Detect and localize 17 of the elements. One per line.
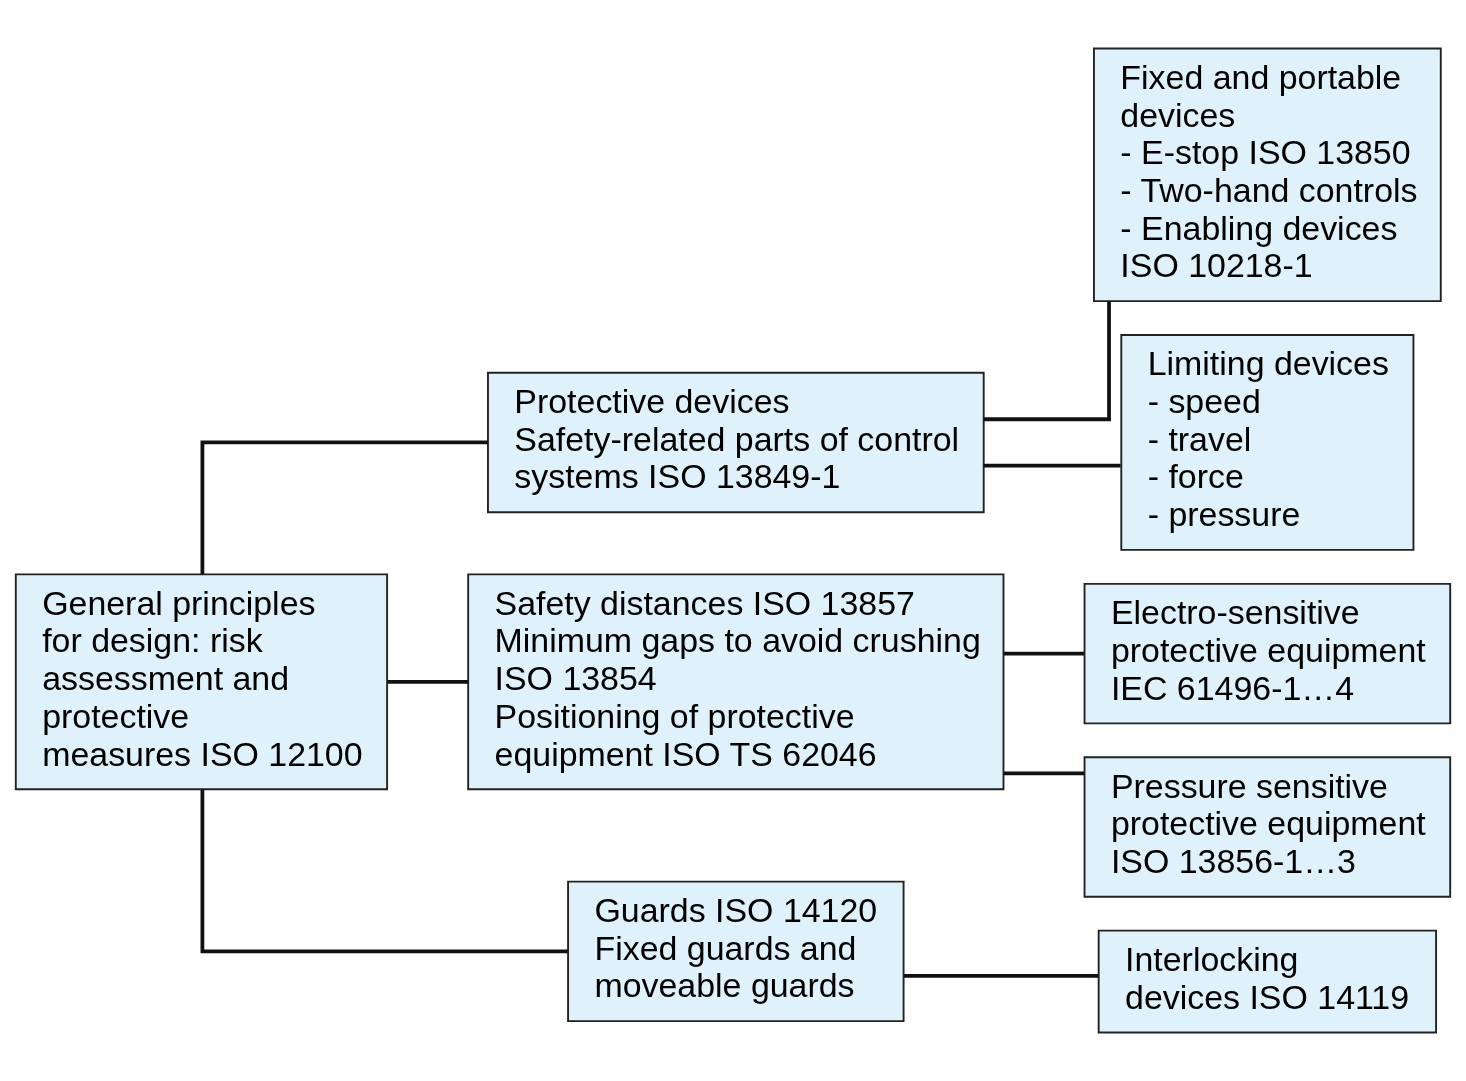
node-box: Limiting devices - speed - travel - force - pressure <box>1120 334 1415 551</box>
connector <box>200 789 568 954</box>
connector <box>1003 771 1084 776</box>
node-box: Protective devices Safety-related parts of control systems ISO 13849-1 <box>487 371 985 514</box>
node-box: Fixed and portable devices - E-stop ISO 13850 - Two-hand controls - Enabling devices ISO 10218-1 <box>1093 47 1442 303</box>
node-box: Electro-sensitive protective equipment IEC 61496-1…4 <box>1083 582 1452 725</box>
connector <box>387 680 469 684</box>
node-box: Pressure sensitive protective equipment ISO 13856-1…3 <box>1083 756 1452 898</box>
connector <box>983 463 1121 468</box>
node-box: Safety distances ISO 13857 Minimum gaps to avoid crushing ISO 13854 Positioning of protective equipment ISO TS 62046 <box>467 573 1005 791</box>
connector <box>983 301 1111 422</box>
node-box: Interlocking devices ISO 14119 <box>1097 929 1437 1034</box>
connector <box>1003 651 1084 656</box>
node-box: Guards ISO 14120 Fixed guards and moveable guards <box>567 880 905 1023</box>
connector <box>200 440 488 575</box>
connector <box>904 974 1099 978</box>
node-box: General principles for design: risk assessment and protective measures ISO 12100 <box>14 573 389 791</box>
